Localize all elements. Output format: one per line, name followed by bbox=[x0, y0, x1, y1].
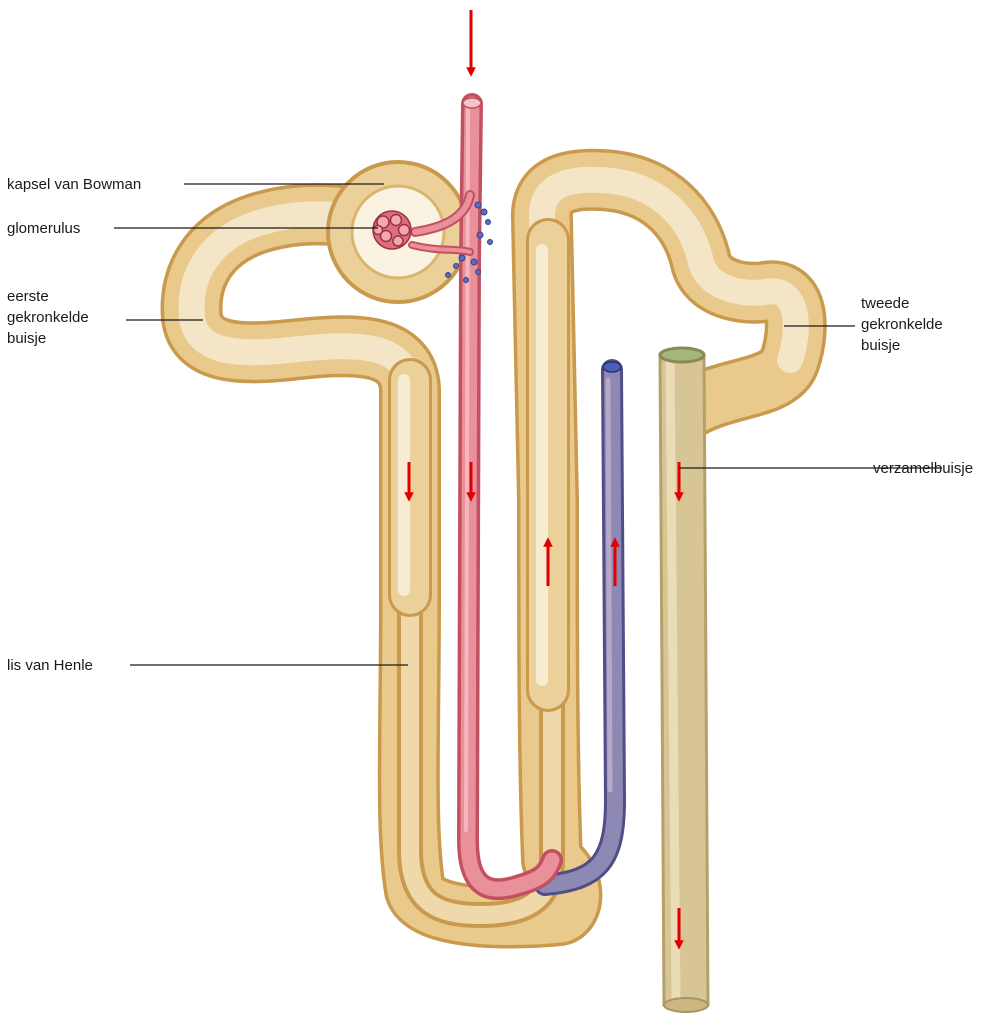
collecting-duct bbox=[660, 348, 708, 1012]
label-eerste-line2: gekronkelde bbox=[7, 307, 89, 328]
label-tweede-line1: tweede bbox=[861, 293, 943, 314]
glomerulus bbox=[373, 211, 411, 249]
label-eerste-gekronkelde-buisje: eerste gekronkelde buisje bbox=[7, 286, 89, 349]
label-glomerulus: glomerulus bbox=[7, 218, 80, 239]
label-eerste-line1: eerste bbox=[7, 286, 89, 307]
label-eerste-line3: buisje bbox=[7, 328, 89, 349]
label-tweede-line3: buisje bbox=[861, 335, 943, 356]
label-verzamelbuisje: verzamelbuisje bbox=[873, 458, 973, 479]
label-lis-van-henle: lis van Henle bbox=[7, 655, 93, 676]
label-kapsel-van-bowman: kapsel van Bowman bbox=[7, 174, 141, 195]
label-tweede-line2: gekronkelde bbox=[861, 314, 943, 335]
label-tweede-gekronkelde-buisje: tweede gekronkelde buisje bbox=[861, 293, 943, 356]
